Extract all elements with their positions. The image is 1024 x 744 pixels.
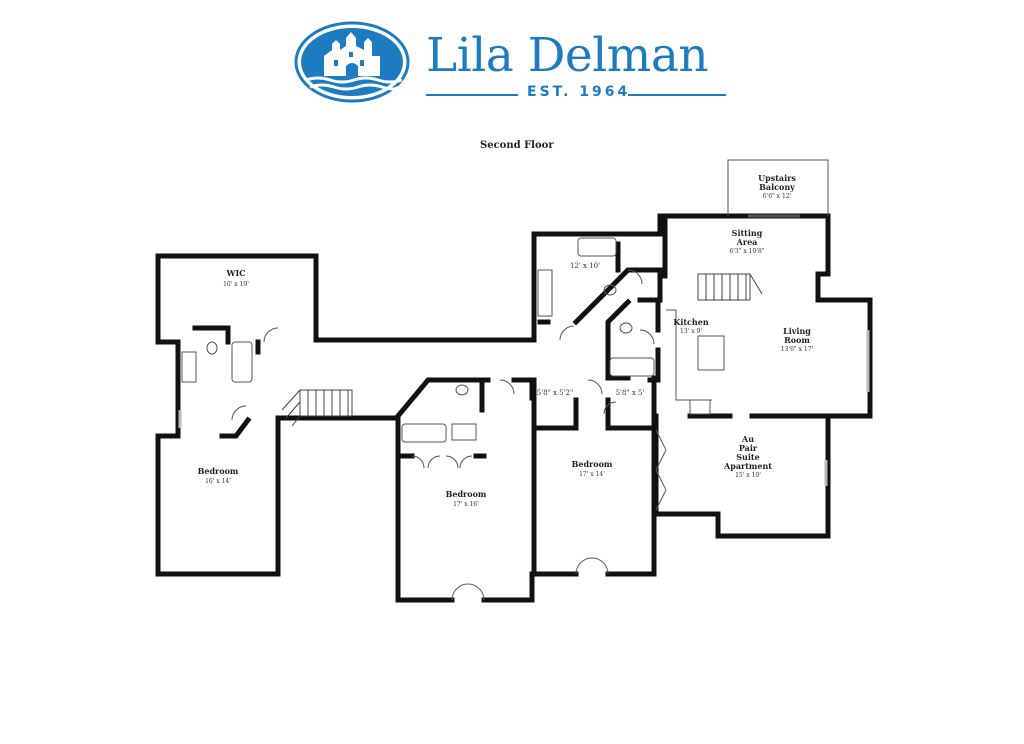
room-name-aupair-3: Suite (736, 452, 759, 462)
fixtures (181, 237, 725, 443)
stairs (281, 273, 763, 427)
room-dim-living: 13'6" x 17' (781, 346, 814, 353)
brand-name: Lila Delman (426, 28, 709, 83)
room-name-kitchen: Kitchen (673, 317, 708, 327)
room-name-bedroom-2: Bedroom (446, 489, 487, 499)
room-name-wic: WIC (225, 268, 245, 278)
room-dim-kitchen: 13' x 9' (680, 328, 702, 335)
toilet-icon (619, 322, 633, 334)
vanity-icon (181, 351, 197, 383)
brand-rule-right (628, 94, 726, 96)
room-dim-upper-bath: 12' x 10' (570, 262, 600, 270)
toilet-icon (455, 384, 469, 396)
room-dim-wic: 10' x 19' (223, 281, 249, 288)
toilet-icon (206, 341, 218, 355)
vanity-icon (537, 269, 553, 317)
room-name-living-2: Room (784, 335, 810, 345)
room-name-aupair-4: Apartment (723, 461, 772, 471)
room-dim-bedroom-3: 17' x 14' (579, 471, 605, 478)
room-dim-closet-a: 5'8" x 5'2" (537, 389, 574, 397)
floor-title: Second Floor (480, 140, 554, 151)
bathtub-icon (231, 341, 253, 383)
bathtub-icon (577, 237, 617, 257)
brand-logo: Lila Delman EST. 1964 (294, 20, 734, 110)
toilet-icon (603, 284, 617, 296)
bathtub-icon (401, 423, 447, 443)
room-labels: WIC 10' x 19' Bedroom 16' x 14' Bedroom … (198, 173, 814, 508)
room-dim-sitting: 6'3" x 19'8" (729, 248, 764, 255)
room-dim-bedroom-2: 17' x 16' (453, 501, 479, 508)
room-name-sitting-2: Area (736, 237, 758, 247)
room-name-balcony-2: Balcony (759, 182, 795, 192)
windows-and-doors (178, 159, 870, 601)
brand-tagline: EST. 1964 (527, 84, 631, 100)
room-name-living-1: Living (783, 326, 811, 336)
room-name-aupair-2: Pair (739, 443, 758, 453)
bathtub-icon (609, 357, 655, 377)
room-name-sitting-1: Sitting (732, 228, 763, 238)
room-name-aupair-1: Au (741, 434, 754, 444)
room-dim-closet-b: 5'8" x 5' (616, 389, 645, 397)
room-name-balcony-1: Upstairs (758, 173, 796, 183)
range-icon (689, 399, 711, 415)
room-name-bedroom-1: Bedroom (198, 466, 239, 476)
room-dim-bedroom-1: 16' x 14' (205, 478, 231, 485)
kitchen-island-icon (697, 335, 725, 371)
brand-rule-left (426, 94, 518, 96)
vanity-icon (451, 423, 477, 441)
castle-emblem-icon (294, 21, 410, 103)
room-name-bedroom-3: Bedroom (572, 459, 613, 469)
walls (155, 213, 873, 603)
room-dim-aupair: 15' x 19' (735, 472, 761, 479)
room-dim-balcony: 6'6" x 12' (763, 193, 792, 200)
